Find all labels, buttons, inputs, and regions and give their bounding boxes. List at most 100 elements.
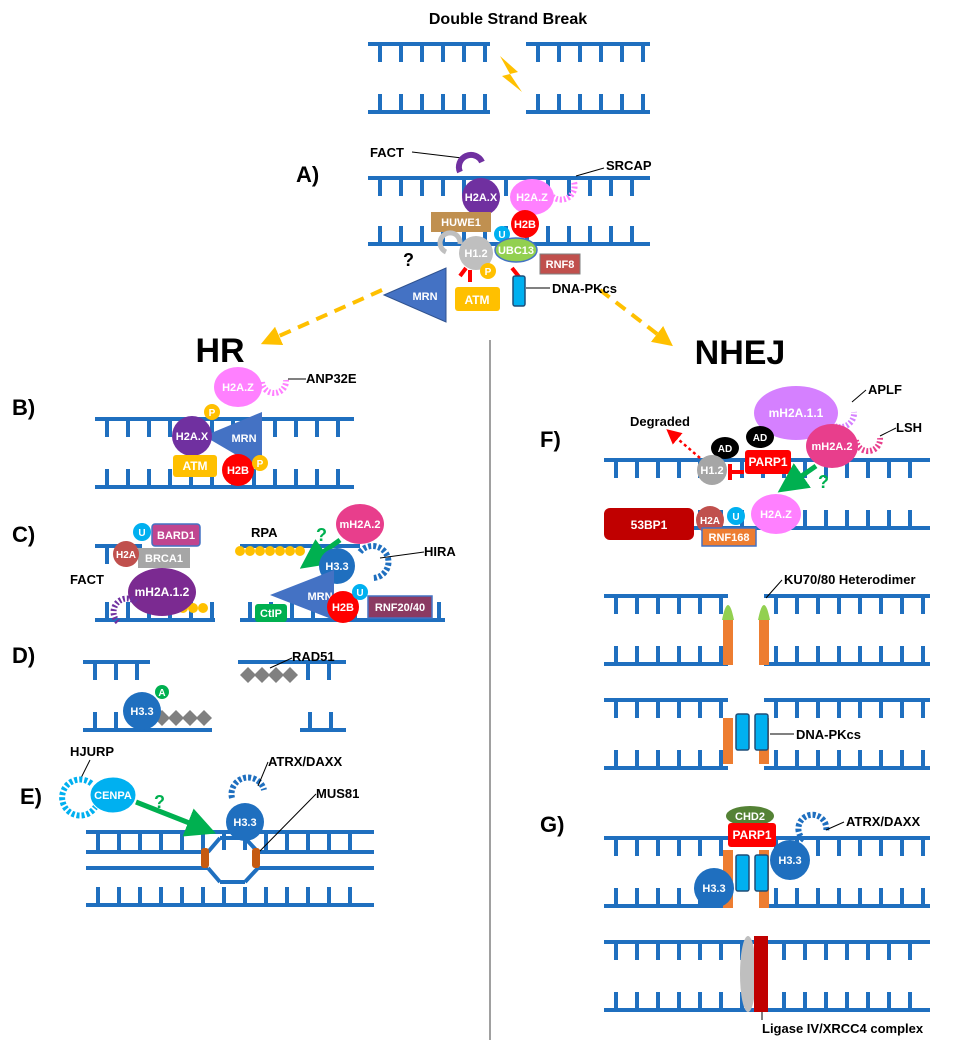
h2az-text-f: H2A.Z	[760, 509, 792, 521]
rpa-label: RPA	[251, 525, 278, 540]
anp32e-label: ANP32E	[306, 371, 357, 386]
phospho-node-b1	[204, 404, 220, 420]
ubiquitin-node-c1	[133, 523, 151, 541]
panel-c-label: C)	[12, 522, 35, 547]
atm-text: ATM	[464, 293, 489, 307]
h33-node-d	[123, 692, 161, 730]
arrow-to-nhej	[598, 288, 673, 347]
h33-node-e	[226, 803, 264, 841]
ubc13-node	[494, 237, 538, 263]
srcap-label: SRCAP	[606, 158, 652, 173]
chaperone-unknown-icon	[437, 230, 463, 255]
h2b-text-c: H2B	[332, 602, 354, 614]
u-text-f: U	[732, 512, 739, 523]
question-mark-c: ?	[316, 525, 327, 545]
dnapkcs-icon-f2	[754, 713, 769, 751]
ubiquitin-node-f	[727, 507, 745, 525]
hr-heading: HR	[195, 332, 244, 370]
huwe1-text: HUWE1	[441, 217, 481, 229]
green-arrow-f	[777, 463, 818, 493]
title: Double Strand Break	[429, 11, 587, 28]
h2az-node-b	[214, 367, 262, 407]
junction-right	[252, 848, 260, 868]
lsh-chaperone-icon	[853, 437, 884, 454]
mh2a2-text-f: mH2A.2	[812, 441, 853, 453]
h2az-node	[510, 179, 554, 215]
h2b-text-b: H2B	[227, 465, 249, 477]
fact-chaperone-icon	[455, 151, 485, 174]
h2b-node-b	[222, 454, 254, 486]
h33-node-g2	[694, 868, 734, 908]
dnapkcs-icon	[512, 275, 526, 307]
mh2a2-node-c	[336, 504, 384, 544]
atm-box-b	[173, 455, 217, 477]
ku-left	[722, 605, 734, 620]
mh2a12-node	[128, 568, 196, 616]
h2b-node-c	[327, 591, 359, 623]
h2ax-node-b	[172, 416, 212, 456]
mrn-text-b: MRN	[231, 433, 256, 445]
h2b-text: H2B	[514, 219, 536, 231]
h2a-node-c	[113, 541, 139, 567]
mrn-complex-c	[270, 570, 334, 620]
ctip-box	[255, 604, 287, 622]
ku-label: KU70/80 Heterodimer	[784, 572, 916, 587]
chd2-node	[726, 806, 774, 826]
u-text-c2: U	[356, 588, 363, 599]
53bp1-box	[604, 508, 694, 540]
u-text-c1: U	[138, 528, 145, 539]
h33-text-g1: H3.3	[778, 855, 801, 867]
atrx-chaperone-icon-g	[795, 811, 830, 843]
rad51-filament-right	[240, 667, 298, 683]
h2az-node-f	[751, 494, 801, 534]
panel-b: B) H2A.Z ANP32E MRN H2A.X P ATM H2B P	[12, 367, 357, 486]
rnf2040-text: RNF20/40	[375, 602, 425, 614]
panel-b-label: B)	[12, 395, 35, 420]
dnapkcs-label: DNA-PKcs	[552, 281, 617, 296]
aplf-label: APLF	[868, 382, 902, 397]
parp1-text-f: PARP1	[748, 455, 787, 469]
question-mark: ?	[403, 250, 414, 270]
hira-chaperone-icon	[357, 543, 392, 582]
ad-node-2	[746, 426, 774, 448]
h12-node	[459, 236, 493, 270]
h2ax-text: H2A.X	[465, 192, 498, 204]
53bp1-text: 53BP1	[631, 518, 668, 532]
dna-strands	[83, 42, 930, 1012]
h2a-text-c: H2A	[116, 550, 136, 561]
panel-c: C) BARD1 U BRCA1 H2A mH2A.1.2 FACT RPA ?…	[12, 504, 456, 625]
fact-label-c: FACT	[70, 572, 104, 587]
mh2a2-text-c: mH2A.2	[340, 519, 381, 531]
cenpa-node	[89, 776, 137, 814]
panel-f-label: F)	[540, 427, 561, 452]
panel-a: A) FACT SRCAP H2A.X H2A.Z HUWE1 H2B U ? …	[296, 145, 652, 323]
rnf2040-box	[367, 595, 433, 619]
dnapkcs-icon-g2	[754, 854, 769, 892]
h12-text: H1.2	[464, 248, 487, 260]
panel-d: D) RAD51 H3.3 A	[12, 643, 335, 730]
panel-d-label: D)	[12, 643, 35, 668]
xrcc4-part	[740, 936, 756, 1012]
atm-box	[455, 287, 500, 311]
green-arrow-e	[135, 799, 216, 837]
ctip-text: CtIP	[260, 608, 282, 620]
panel-g-label: G)	[540, 812, 564, 837]
rad51-filament-left	[154, 710, 212, 726]
p-text-b1: P	[209, 408, 216, 419]
hjurp-label: HJURP	[70, 744, 114, 759]
phospho-node-b2	[252, 455, 268, 471]
ad-node-1	[711, 437, 739, 459]
brca1-text: BRCA1	[145, 553, 183, 565]
mrn-complex	[382, 267, 447, 323]
fact-label: FACT	[370, 145, 404, 160]
hira-label: HIRA	[424, 544, 456, 559]
hjurp-chaperone-icon	[59, 776, 99, 819]
h2ax-text-b: H2A.X	[176, 431, 209, 443]
h12-text-f: H1.2	[700, 465, 723, 477]
ligase-complex	[754, 936, 768, 1012]
h33-text-g2: H3.3	[702, 883, 725, 895]
h33-node-g1	[770, 840, 810, 880]
bard1-text: BARD1	[157, 530, 195, 542]
panel-a-label: A)	[296, 162, 319, 187]
rnf168-text: RNF168	[709, 532, 750, 544]
